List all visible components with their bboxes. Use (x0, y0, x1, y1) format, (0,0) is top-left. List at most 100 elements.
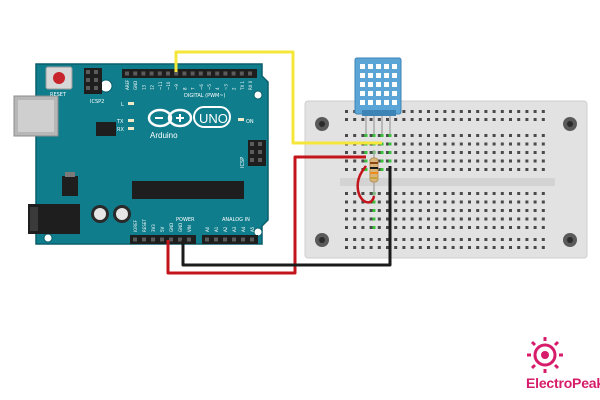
breadboard-hole[interactable] (476, 151, 480, 154)
breadboard-rail-hole[interactable] (410, 110, 414, 113)
breadboard-hole[interactable] (361, 151, 365, 154)
breadboard-hole[interactable] (468, 168, 471, 171)
breadboard-hole[interactable] (369, 192, 373, 195)
breadboard-hole[interactable] (500, 200, 504, 204)
breadboard-hole[interactable] (468, 134, 471, 137)
header-pin[interactable] (160, 237, 164, 242)
breadboard-hole[interactable] (386, 217, 389, 221)
breadboard-hole[interactable] (541, 168, 545, 171)
breadboard-hole[interactable] (435, 200, 439, 204)
breadboard-rail-hole[interactable] (361, 118, 365, 121)
breadboard-rail-hole[interactable] (386, 246, 389, 249)
breadboard-hole[interactable] (369, 134, 373, 137)
header-pin[interactable] (174, 71, 179, 76)
breadboard-hole[interactable] (427, 217, 430, 221)
breadboard-hole[interactable] (386, 200, 389, 204)
breadboard-hole[interactable] (377, 159, 381, 163)
breadboard-hole[interactable] (377, 192, 381, 195)
breadboard-hole[interactable] (509, 142, 512, 146)
breadboard-hole[interactable] (386, 192, 389, 195)
breadboard-rail-hole[interactable] (492, 118, 496, 121)
breadboard-hole[interactable] (525, 142, 529, 146)
breadboard-rail-hole[interactable] (517, 118, 521, 121)
icsp-pin[interactable] (94, 70, 98, 74)
breadboard-rail-hole[interactable] (451, 118, 455, 121)
breadboard-rail-hole[interactable] (345, 118, 348, 121)
breadboard-rail-hole[interactable] (533, 110, 537, 113)
breadboard-hole[interactable] (377, 217, 381, 221)
breadboard-rail-hole[interactable] (361, 246, 365, 249)
icsp-pin[interactable] (86, 78, 90, 82)
breadboard-rail-hole[interactable] (468, 110, 471, 113)
breadboard-hole[interactable] (459, 200, 463, 204)
breadboard-hole[interactable] (427, 192, 430, 195)
breadboard-rail-hole[interactable] (459, 118, 463, 121)
breadboard-rail-hole[interactable] (509, 110, 512, 113)
breadboard-hole[interactable] (492, 134, 496, 137)
header-pin[interactable] (231, 71, 236, 76)
breadboard-hole[interactable] (451, 217, 455, 221)
breadboard-rail-hole[interactable] (418, 238, 422, 241)
breadboard-hole[interactable] (509, 217, 512, 221)
breadboard-hole[interactable] (517, 217, 521, 221)
breadboard-hole[interactable] (533, 142, 537, 146)
breadboard-hole[interactable] (435, 134, 439, 137)
breadboard-hole[interactable] (369, 217, 373, 221)
breadboard-rail-hole[interactable] (394, 118, 398, 121)
breadboard-hole[interactable] (459, 151, 463, 154)
breadboard-hole[interactable] (353, 200, 357, 204)
header-pin[interactable] (187, 237, 191, 242)
breadboard-hole[interactable] (509, 168, 512, 171)
breadboard-hole[interactable] (345, 168, 348, 171)
icsp-pin[interactable] (250, 142, 254, 146)
breadboard-rail-hole[interactable] (353, 118, 357, 121)
breadboard-hole[interactable] (451, 142, 455, 146)
breadboard-hole[interactable] (369, 209, 373, 212)
breadboard-hole[interactable] (492, 151, 496, 154)
breadboard-rail-hole[interactable] (541, 238, 545, 241)
breadboard-rail-hole[interactable] (435, 246, 439, 249)
header-pin[interactable] (250, 237, 254, 242)
breadboard-hole[interactable] (484, 151, 488, 154)
header-pin[interactable] (198, 71, 203, 76)
breadboard-hole[interactable] (484, 200, 488, 204)
breadboard-hole[interactable] (533, 168, 537, 171)
breadboard-hole[interactable] (509, 200, 512, 204)
header-pin[interactable] (248, 71, 252, 76)
breadboard-hole[interactable] (402, 200, 406, 204)
breadboard-hole[interactable] (451, 192, 455, 195)
breadboard-hole[interactable] (386, 226, 389, 229)
breadboard-rail-hole[interactable] (361, 238, 365, 241)
breadboard-hole[interactable] (468, 159, 471, 163)
breadboard-rail-hole[interactable] (468, 238, 471, 241)
breadboard-hole[interactable] (459, 226, 463, 229)
breadboard-hole[interactable] (500, 217, 504, 221)
icsp-pin[interactable] (94, 86, 98, 90)
breadboard-hole[interactable] (418, 134, 422, 137)
breadboard-hole[interactable] (353, 151, 357, 154)
breadboard-hole[interactable] (410, 192, 414, 195)
header-pin[interactable] (169, 237, 173, 242)
breadboard-rail-hole[interactable] (500, 246, 504, 249)
breadboard-hole[interactable] (509, 192, 512, 195)
breadboard-hole[interactable] (509, 151, 512, 154)
breadboard-hole[interactable] (517, 159, 521, 163)
breadboard-hole[interactable] (353, 226, 357, 229)
header-pin[interactable] (166, 71, 170, 76)
breadboard-rail-hole[interactable] (525, 246, 529, 249)
breadboard-hole[interactable] (451, 151, 455, 154)
breadboard-hole[interactable] (509, 209, 512, 212)
breadboard-hole[interactable] (361, 200, 365, 204)
breadboard-hole[interactable] (435, 168, 439, 171)
breadboard-hole[interactable] (517, 134, 521, 137)
breadboard-hole[interactable] (418, 209, 422, 212)
breadboard-rail-hole[interactable] (509, 246, 512, 249)
breadboard-hole[interactable] (418, 192, 422, 195)
header-pin[interactable] (239, 71, 244, 76)
breadboard-hole[interactable] (459, 209, 463, 212)
breadboard-hole[interactable] (410, 226, 414, 229)
breadboard-rail-hole[interactable] (427, 246, 430, 249)
breadboard-rail-hole[interactable] (517, 110, 521, 113)
breadboard-hole[interactable] (476, 217, 480, 221)
header-pin[interactable] (142, 237, 146, 242)
